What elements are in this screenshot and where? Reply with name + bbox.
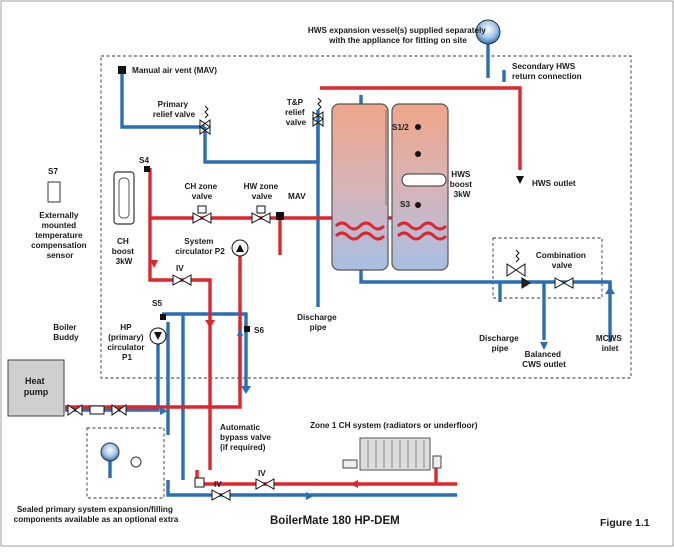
discharge-pipe-label-1: Discharge pipe [297,313,339,332]
buddy-valves-icon [67,404,127,416]
external-sensor-label: Externally mounted temperature compensat… [31,211,89,260]
cylinder [331,103,449,271]
sealed-expansion-vessel-icon [100,442,142,468]
zone1-label: Zone 1 CH system (radiators or underfloo… [310,421,478,430]
manual-air-vent-label: Manual air vent (MAV) [132,66,217,75]
primary-relief-valve-icon [199,105,211,135]
hws-expansion-label: HWS expansion vessel(s) supplied separat… [308,26,488,45]
heat-pump-label: Heat pump [24,376,49,397]
sensor-s7-icon [47,181,61,203]
hw-zone-valve-icon [251,205,271,224]
s3-label: S3 [400,200,410,209]
manual-air-vent-icon [118,66,126,74]
iv-label-1: IV [176,264,184,273]
iv-valve-3-icon [211,489,231,501]
primary-relief-label: Primary relief valve [153,100,196,119]
s4-label: S4 [139,156,149,165]
boiler-buddy-label: Boiler Buddy [53,323,79,342]
sensor-s6-icon [244,326,250,332]
expansion-vessel-icon [475,19,501,45]
hw-zone-valve-label: HW zone valve [244,182,281,201]
iv-label-2: IV [258,469,266,478]
hp-circulator-icon [149,327,167,345]
hws-boost-label: HWS boost 3kW [450,170,475,199]
sealed-primary-label: Sealed primary system expansion/filling … [14,505,179,524]
s5-label: S5 [152,299,162,308]
iv-valve-2-icon [255,478,275,490]
ch-zone-valve-icon [192,205,212,224]
tp-relief-valve-icon [312,97,324,127]
ch-boost-heater-icon [113,171,135,225]
iv-valve-1-icon [172,274,192,286]
ch-boost-label: CH boost 3kW [112,237,137,266]
s1-2-label: S1/2 [392,123,409,132]
appliance-boundary [100,55,632,379]
system-circulator-label: System circulator P2 [175,237,225,256]
bypass-valve-icon [194,477,205,488]
iv-label-3: IV [214,480,222,489]
mav-icon [276,212,284,220]
hws-outlet-label: HWS outlet [532,179,576,188]
flow-arrows [150,176,615,500]
heat-pump-unit [7,359,65,417]
figure-label: Figure 1.1 [600,517,650,529]
tp-relief-label: T&P relief valve [285,98,307,127]
hp-circulator-label: HP (primary) circulator P1 [107,323,147,362]
system-circulator-icon [231,239,249,257]
blue-pipes [65,40,612,497]
sensor-s4-icon [144,166,150,172]
mav-label: MAV [288,192,306,201]
sensor-s5-icon [160,314,166,320]
sealed-primary-box [86,427,165,499]
ch-zone-valve-label: CH zone valve [184,182,219,201]
s7-label: S7 [48,167,58,176]
discharge-pipe-label-2: Discharge pipe [479,334,521,353]
combination-valve-box [492,237,603,299]
radiator-icon [342,437,442,471]
balanced-cws-label: Balanced CWS outlet [522,350,566,369]
mcws-inlet-label: MCWS inlet [596,334,624,353]
auto-bypass-label: Automatic bypass valve (if required) [220,423,273,452]
product-title: BoilerMate 180 HP-DEM [270,515,400,527]
combination-valve-label: Combination valve [536,251,588,270]
s6-label: S6 [254,326,264,335]
secondary-hws-return-label: Secondary HWS return connection [512,62,582,81]
combination-valve-icon [506,249,574,289]
